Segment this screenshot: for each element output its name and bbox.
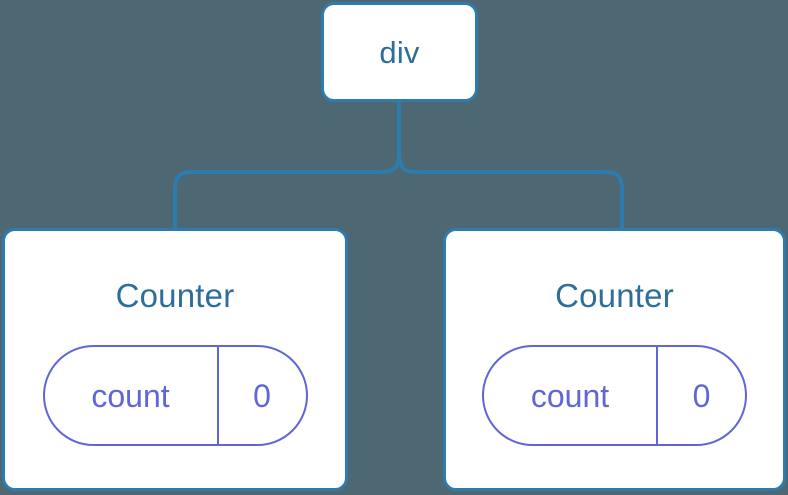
edge-root-to-right-child [397,150,624,231]
node-counter-left[interactable]: Counter count 0 [2,228,348,491]
node-root-div[interactable]: div [321,2,478,102]
node-counter-label: Counter [555,277,674,314]
state-pill[interactable]: count 0 [42,345,308,446]
state-pill[interactable]: count 0 [482,345,747,446]
state-key: count [45,347,219,444]
edge-root-to-left-child [173,150,401,231]
state-value: 0 [253,377,271,414]
node-counter-label: Counter [115,277,235,314]
state-key: count [484,347,658,444]
state-value: 0 [692,377,711,414]
node-counter-right[interactable]: Counter count 0 [443,228,786,491]
node-root-label: div [379,34,420,70]
